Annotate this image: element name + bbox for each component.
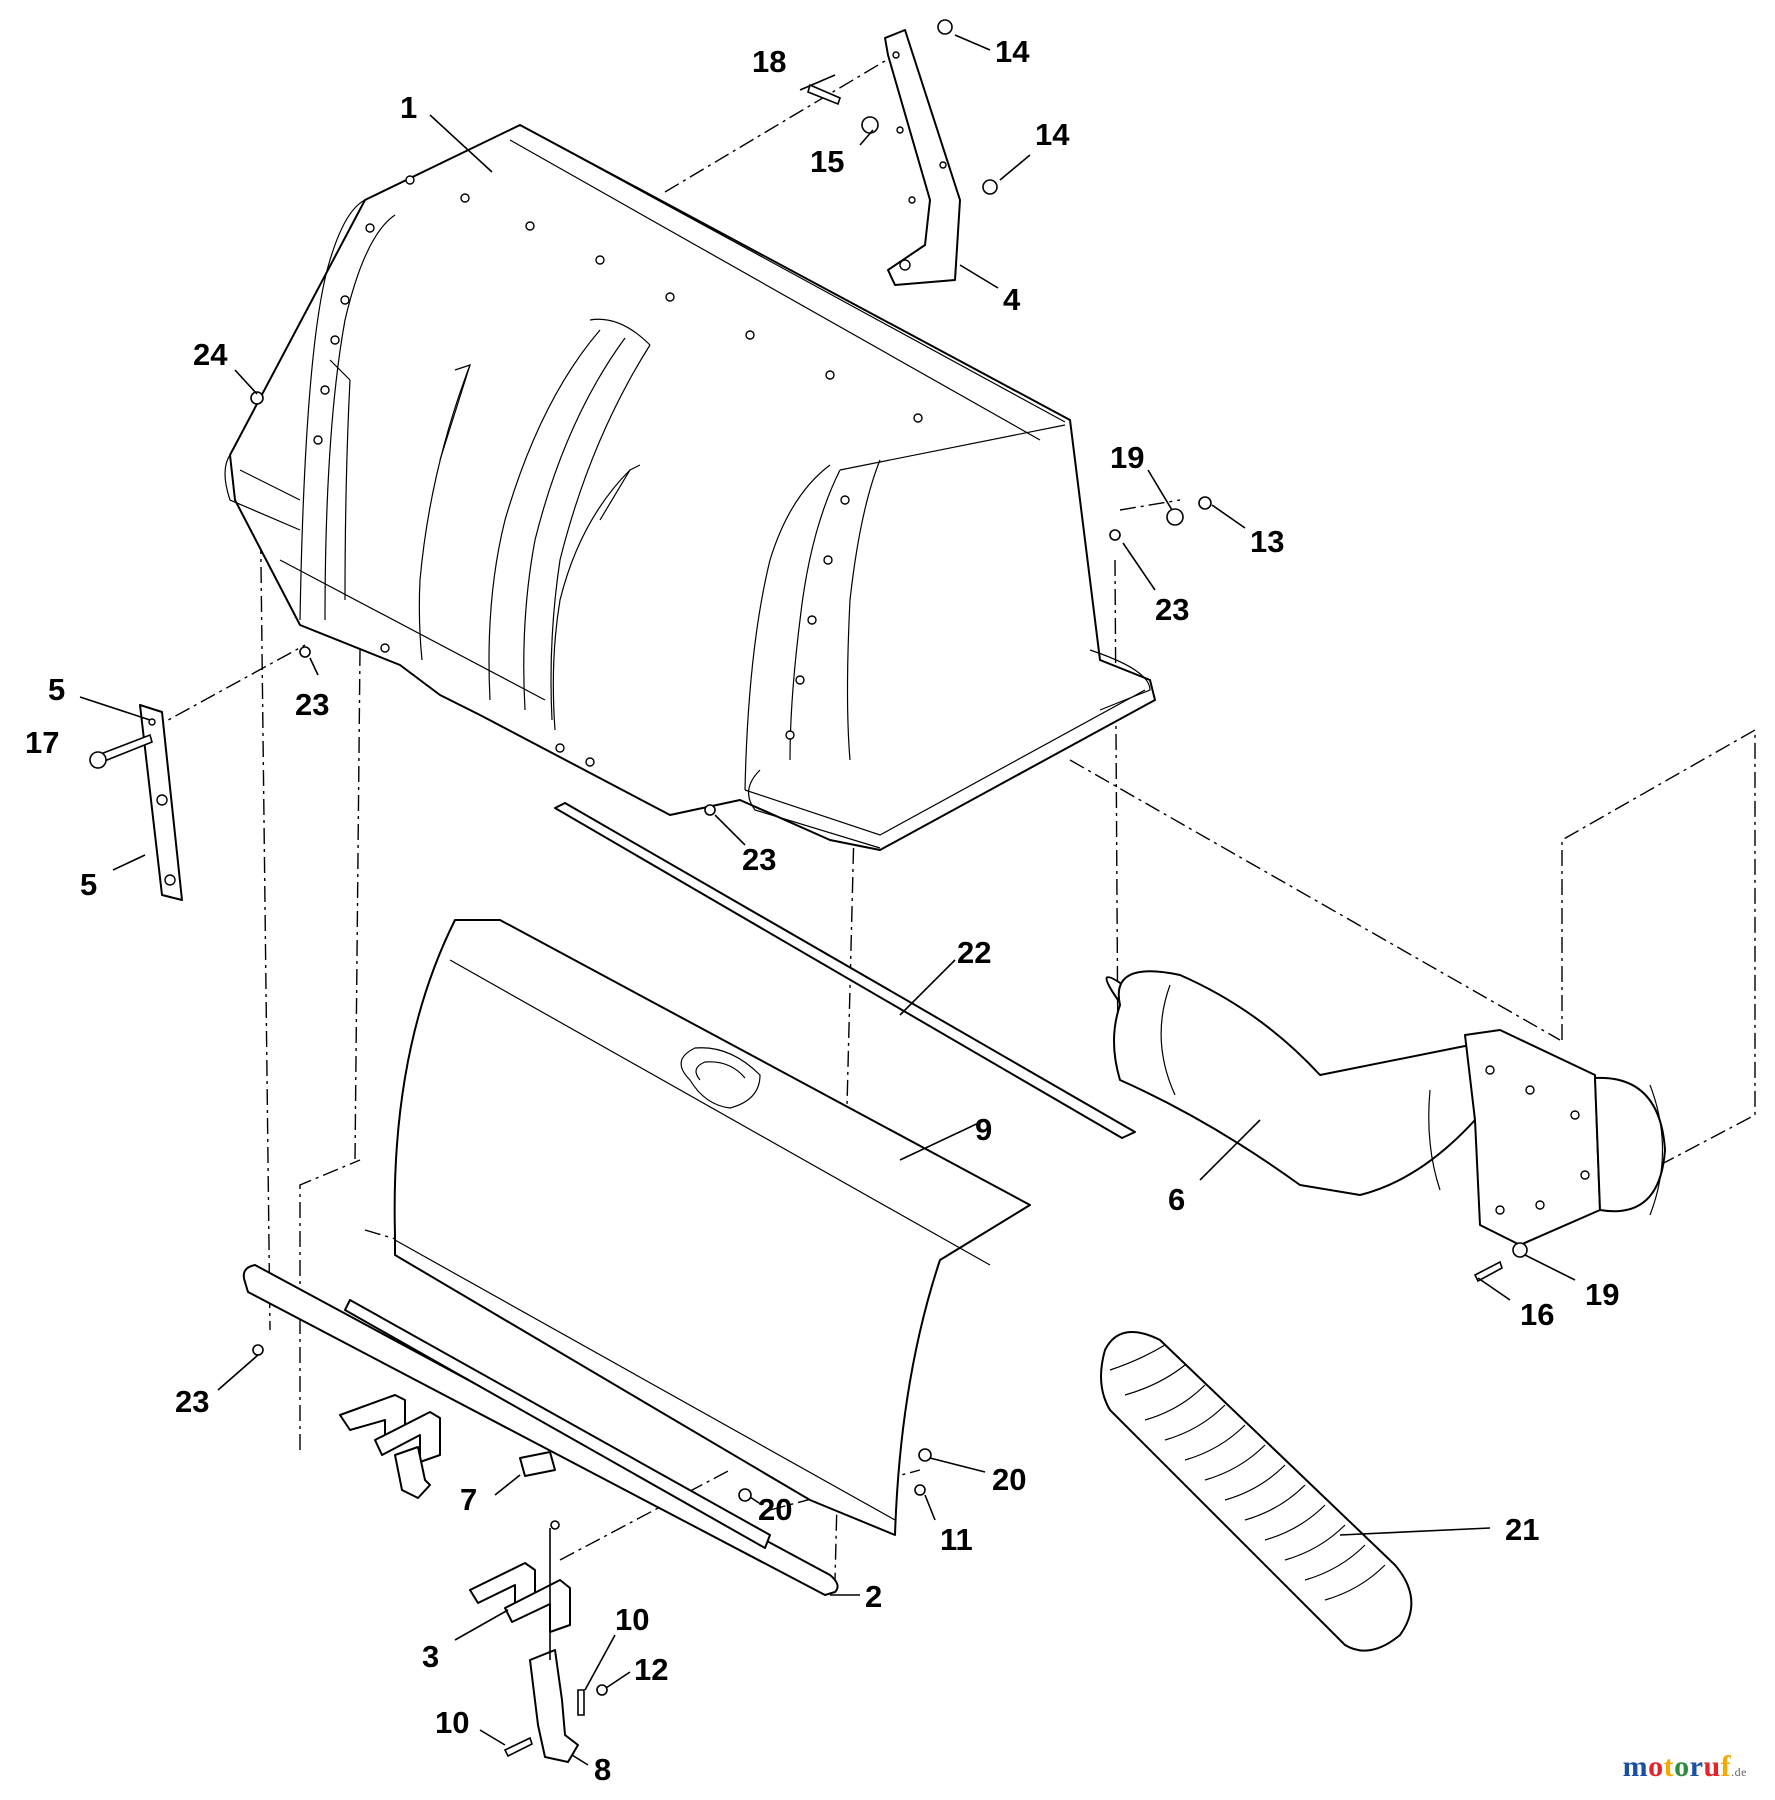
callout-19-lower: 19 bbox=[1585, 1277, 1619, 1312]
watermark-letter: o bbox=[1674, 1750, 1690, 1783]
callout-10-bottom: 10 bbox=[435, 1705, 469, 1740]
callout-8: 8 bbox=[594, 1752, 611, 1787]
callout-23-right: 23 bbox=[1155, 592, 1189, 627]
part-21-hose bbox=[1100, 1331, 1413, 1652]
part-8-latch bbox=[394, 1446, 579, 1763]
callout-13: 13 bbox=[1250, 524, 1284, 559]
callout-19-upper: 19 bbox=[1110, 440, 1144, 475]
callout-1: 1 bbox=[400, 90, 417, 125]
motoruf-watermark-logo: motoruf.de bbox=[1623, 1750, 1747, 1784]
callout-15: 15 bbox=[810, 144, 844, 179]
callout-labels: 1 2 3 4 5 5 6 7 8 9 10 10 11 12 13 14 14… bbox=[25, 34, 1619, 1787]
callout-3: 3 bbox=[422, 1639, 439, 1674]
part-22-strip bbox=[554, 802, 1136, 1139]
watermark-letter: f bbox=[1720, 1750, 1732, 1783]
part-2-rail bbox=[242, 1264, 839, 1596]
part-7-label bbox=[519, 1451, 556, 1477]
callout-23-center: 23 bbox=[742, 842, 776, 877]
part-4-bracket bbox=[884, 29, 961, 286]
callout-2: 2 bbox=[865, 1579, 882, 1614]
callout-9: 9 bbox=[975, 1112, 992, 1147]
callout-23-bottom: 23 bbox=[175, 1384, 209, 1419]
watermark-letter: u bbox=[1703, 1750, 1721, 1783]
callout-5-top: 5 bbox=[48, 672, 65, 707]
part-1-hood bbox=[224, 124, 1156, 851]
watermark-letter: r bbox=[1689, 1750, 1704, 1783]
watermark-letter: m bbox=[1622, 1750, 1649, 1783]
callout-17: 17 bbox=[25, 725, 59, 760]
callout-10-top: 10 bbox=[615, 1602, 649, 1637]
callout-20-middle: 20 bbox=[758, 1492, 792, 1527]
part-3-hitch-bracket bbox=[339, 1394, 571, 1633]
callout-12: 12 bbox=[634, 1652, 668, 1687]
callout-11: 11 bbox=[940, 1522, 973, 1557]
leader-lines bbox=[79, 34, 1576, 1766]
part-6-chute bbox=[1105, 970, 1666, 1246]
hood-mounting-holes bbox=[313, 175, 923, 767]
callout-20-right: 20 bbox=[992, 1462, 1026, 1497]
part-5-plate bbox=[139, 704, 183, 901]
callout-16: 16 bbox=[1520, 1297, 1554, 1332]
watermark-domain-suffix: .de bbox=[1731, 1765, 1747, 1779]
callout-24: 24 bbox=[193, 337, 228, 372]
callout-18: 18 bbox=[752, 44, 786, 79]
watermark-letter: o bbox=[1648, 1750, 1664, 1783]
callout-22: 22 bbox=[957, 935, 991, 970]
watermark-letter: t bbox=[1663, 1750, 1675, 1783]
hardware bbox=[89, 19, 1528, 1758]
callout-14-middle: 14 bbox=[1035, 117, 1070, 152]
callout-5-bottom: 5 bbox=[80, 867, 97, 902]
callout-14-top: 14 bbox=[995, 34, 1030, 69]
callout-23-left: 23 bbox=[295, 687, 329, 722]
part-9-panel bbox=[393, 919, 1031, 1536]
callout-21: 21 bbox=[1505, 1512, 1539, 1547]
callout-7: 7 bbox=[460, 1482, 477, 1517]
callout-6: 6 bbox=[1168, 1182, 1185, 1217]
callout-4: 4 bbox=[1003, 282, 1021, 317]
